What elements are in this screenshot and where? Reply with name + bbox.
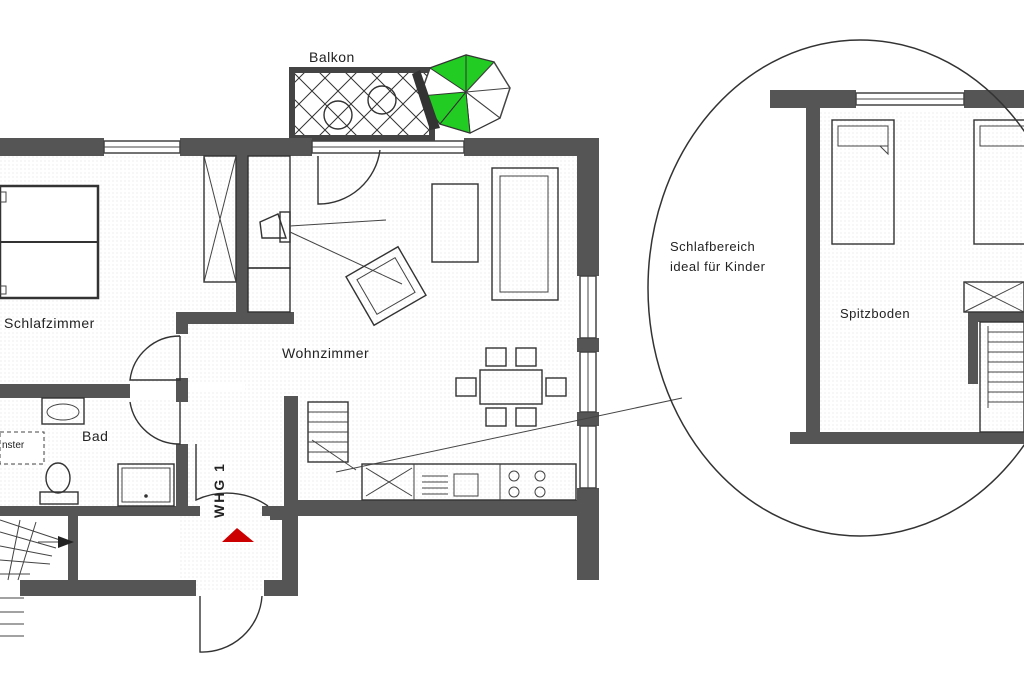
coffee-table (431, 183, 479, 263)
schlafzimmer-label: Schlafzimmer (4, 315, 95, 331)
wohnzimmer-label: Wohnzimmer (282, 345, 369, 361)
stairs-icon (307, 401, 357, 471)
entrance-triangle-icon (222, 528, 254, 542)
schlafbereich-label-2: ideal für Kinder (670, 259, 766, 274)
stairwell (0, 519, 74, 637)
parasol-icon (412, 54, 511, 134)
bad-label: Bad (82, 428, 108, 444)
sink (41, 397, 85, 425)
sideboard (247, 267, 291, 313)
doors (129, 149, 381, 653)
schlafbereich-label-1: Schlafbereich (670, 239, 755, 254)
balcony (289, 67, 435, 141)
shower (117, 463, 175, 507)
fenster-box (0, 431, 45, 465)
sofa (491, 167, 559, 301)
armchair (345, 245, 427, 327)
unit-label: WHG 1 (211, 462, 227, 518)
detail-callout (335, 39, 1024, 537)
fenster-label: nster (2, 440, 25, 451)
windows (103, 92, 965, 489)
toilet (39, 462, 79, 505)
double-bed (0, 184, 100, 300)
wardrobe (203, 155, 237, 283)
spitzboden-label: Spitzboden (840, 306, 910, 321)
arrow-icon (58, 536, 74, 548)
floor-fill (0, 110, 1024, 590)
walls (0, 90, 1024, 596)
balkon-label: Balkon (309, 49, 355, 65)
detail-furniture (831, 119, 1024, 433)
kitchen-counter (361, 463, 577, 501)
lamp (259, 211, 403, 285)
dining-table (455, 347, 567, 427)
